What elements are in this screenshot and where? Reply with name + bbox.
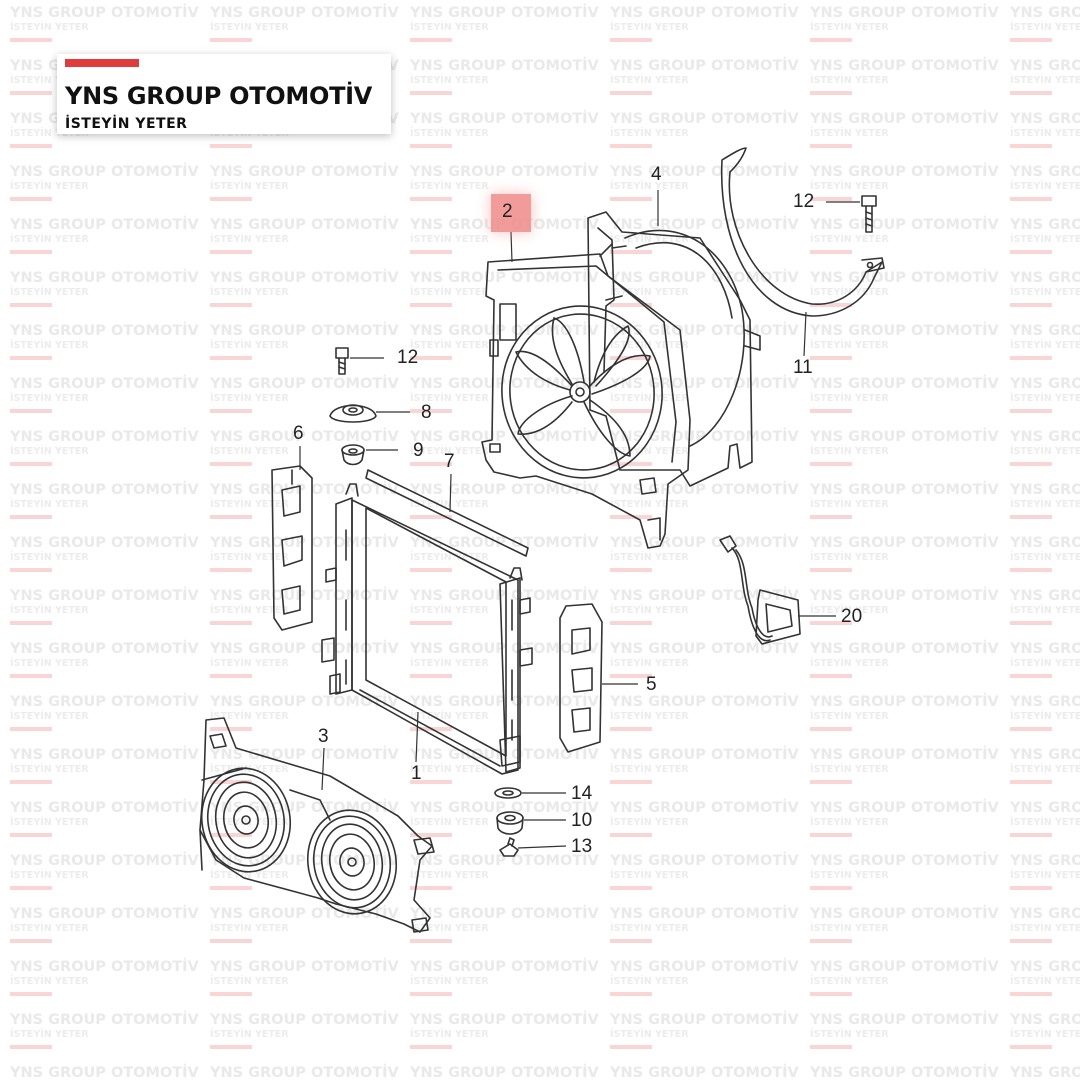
callout-11[interactable]: 11 <box>793 357 813 378</box>
leader-11 <box>803 311 807 357</box>
part-13-clip <box>499 837 519 857</box>
part-14-washer <box>494 787 522 799</box>
brand-accent-bar <box>65 59 139 67</box>
brand-logo-box: YNS GROUP OTOMOTİV İSTEYİN YETER <box>57 54 391 134</box>
leader-13 <box>517 845 567 849</box>
callout-9[interactable]: 9 <box>413 440 424 461</box>
highlight-marker <box>491 194 531 232</box>
leader-1 <box>415 711 419 763</box>
callout-3[interactable]: 3 <box>318 726 329 747</box>
part-9-grommet <box>341 444 365 466</box>
brand-title: YNS GROUP OTOMOTİV <box>65 82 373 110</box>
part-10-bushing <box>496 811 524 835</box>
part-7-seal-strip <box>365 469 529 557</box>
brand-subtitle: İSTEYİN YETER <box>65 116 188 132</box>
callout-6[interactable]: 6 <box>293 423 304 444</box>
callout-13[interactable]: 13 <box>571 836 593 857</box>
part-8-mount-cap <box>329 404 377 423</box>
callout-10[interactable]: 10 <box>571 810 593 831</box>
part-20-wiring-harness <box>719 535 801 645</box>
callout-5[interactable]: 5 <box>646 674 657 695</box>
callout-4[interactable]: 4 <box>651 164 662 185</box>
part-11-strap <box>720 147 885 317</box>
leader-3 <box>321 747 325 791</box>
leader-7 <box>449 473 452 513</box>
callout-12-right[interactable]: 12 <box>793 191 815 212</box>
part-12-bolt-left <box>335 347 349 375</box>
part-12-bolt-right <box>861 195 877 233</box>
part-1-radiator <box>321 483 533 775</box>
part-3-twin-fan-assembly <box>199 717 435 933</box>
callout-12-left[interactable]: 12 <box>397 347 419 368</box>
callout-7[interactable]: 7 <box>444 451 455 472</box>
callout-2[interactable]: 2 <box>502 201 513 222</box>
callout-14[interactable]: 14 <box>571 783 593 804</box>
part-2-fan-shroud <box>481 243 691 549</box>
callout-20[interactable]: 20 <box>841 606 863 627</box>
callout-8[interactable]: 8 <box>421 402 432 423</box>
part-6-left-bracket <box>271 465 313 631</box>
part-5-right-bracket <box>559 603 603 753</box>
leader-2 <box>510 231 513 263</box>
callout-1[interactable]: 1 <box>411 763 422 784</box>
